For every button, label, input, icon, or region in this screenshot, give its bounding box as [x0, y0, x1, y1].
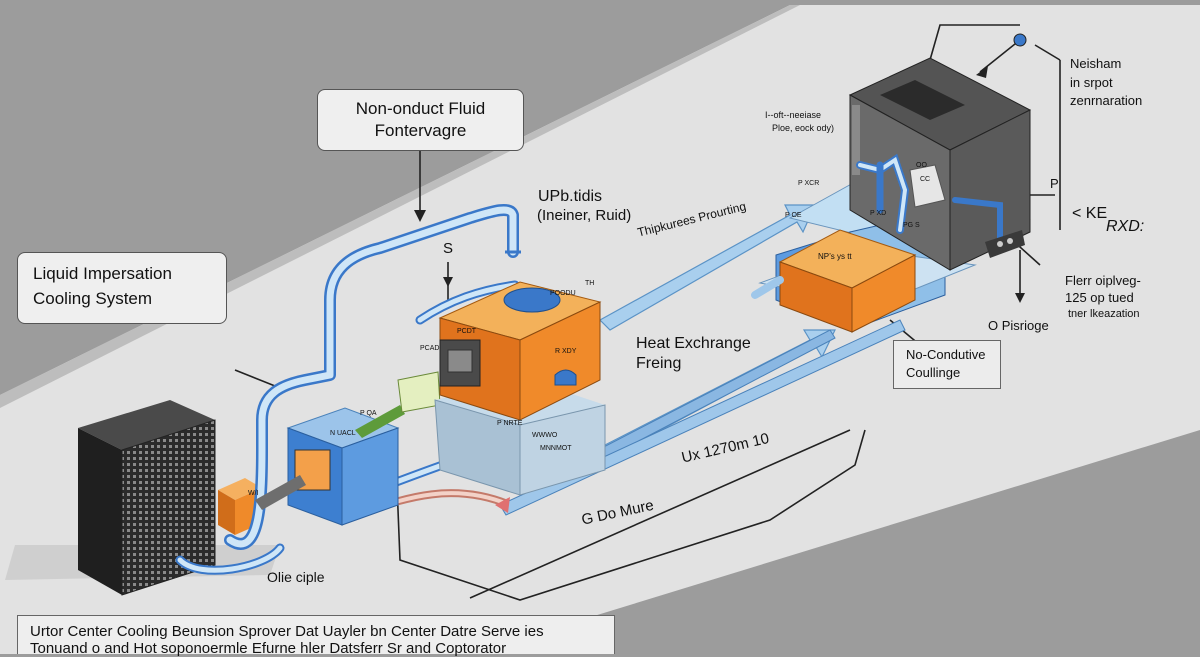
tag-poe: P OE: [785, 212, 802, 219]
tag-wwwo: WWWO: [532, 432, 558, 439]
ke-label: < KE: [1072, 205, 1108, 222]
tag-th: TH: [585, 280, 595, 287]
olie-label: Olie ciple: [267, 569, 325, 585]
non-conductive-line-2: Coullinge: [906, 365, 961, 380]
p-label: P: [1050, 176, 1059, 191]
s-label: S: [443, 240, 454, 257]
server-tower-side: [949, 109, 1031, 271]
tag-p-nrte: P NRTE: [497, 420, 523, 427]
system-title-line-2: Cooling System: [33, 289, 153, 308]
tag-pgs: PG S: [903, 222, 920, 229]
system-title-box: Liquid Impersation Cooling System: [17, 252, 227, 324]
server-rack-grille: [121, 419, 216, 596]
tag-cc: CC: [920, 176, 931, 183]
rxd-label: RXD:: [1106, 218, 1145, 235]
tag-nuacl: N UACL: [330, 430, 356, 437]
pump-box-side: [341, 427, 399, 526]
flerr-label-2: 125 op tued: [1065, 290, 1134, 305]
footer-caption-box: Urtor Center Cooling Beunsion Sprover Da…: [17, 615, 615, 657]
tag-pcad: PCAD: [420, 345, 440, 352]
container-side: [519, 301, 601, 421]
neisham-label-1: Neisham: [1070, 56, 1122, 71]
tag-p-xd: P XD: [870, 210, 887, 217]
tank-base-side: [519, 404, 606, 496]
heat-exchange-sublabel: Freing: [636, 355, 682, 372]
tag-poodu: POODU: [550, 290, 576, 297]
tag-np: NP’s ys tt: [818, 252, 852, 261]
footer-line-1: Urtor Center Cooling Beunsion Sprover Da…: [30, 623, 544, 640]
flerr-label-1: Flerr oiplveg-: [1065, 273, 1141, 288]
fluid-title-line-2: Fontervagre: [374, 121, 467, 140]
non-conductive-line-1: No-Condutive: [906, 347, 986, 362]
fluid-title-line-1: Non-onduct Fluid: [355, 99, 486, 118]
tag-oo: OO: [916, 162, 927, 169]
tag-mnm: MNNMOT: [540, 445, 572, 452]
footer-line-2: Tonuand o and Hot soponoermle Efurne hle…: [30, 640, 507, 657]
tag-rxdy: R XDY: [555, 348, 577, 355]
flerr-label-3: tner lkeazation: [1068, 308, 1140, 320]
tag-pcdt: PCDT: [457, 328, 477, 335]
tag-pqa: P QA: [360, 410, 377, 417]
tag-waa: W/I: [248, 490, 259, 497]
upb-sublabel: (Ineiner, Ruid): [537, 207, 632, 224]
neisham-label-3: zenrnaration: [1070, 93, 1143, 108]
o-pis-label: O Pisrioge: [988, 318, 1049, 333]
system-title-line-1: Liquid Impersation: [33, 264, 172, 283]
top-small-label-1: I--oft--neeiase: [765, 110, 822, 120]
non-conductive-box: No-Condutive Coullinge: [893, 340, 1001, 389]
upb-label: UPb.tidis: [538, 188, 603, 205]
top-small-label-2: Ploe, eock ody): [772, 123, 835, 133]
server-rack-front: [78, 428, 122, 595]
neisham-label-2: in srpot: [1070, 75, 1113, 90]
heat-exchange-label: Heat Exchrange: [636, 335, 751, 352]
fluid-title-box: Non-onduct Fluid Fontervagre: [317, 89, 524, 151]
server-rack-top: [78, 400, 215, 450]
tag-p-xcr: P XCR: [798, 180, 820, 187]
main-leader-line: [394, 429, 866, 601]
